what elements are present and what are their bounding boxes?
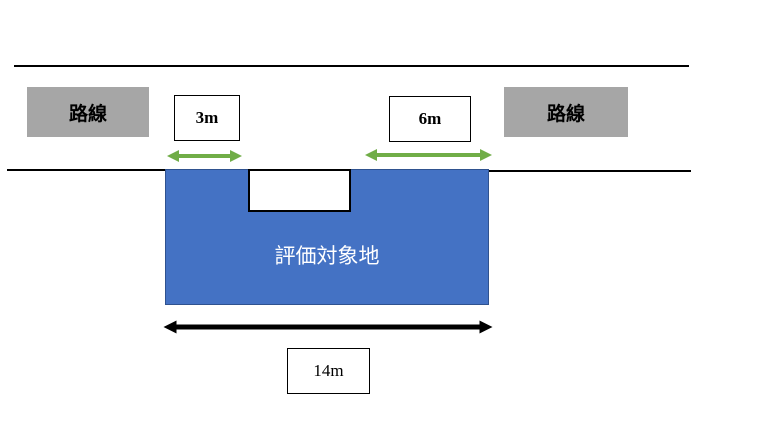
road-label-left: 路線	[27, 87, 149, 137]
frontage-left-width-text: 3m	[195, 108, 219, 127]
frontage-right-width-box: 6m	[389, 96, 471, 142]
road-label-left-text: 路線	[68, 102, 107, 125]
subject-site-label: 評価対象地	[274, 244, 380, 268]
road-label-right-text: 路線	[546, 102, 585, 125]
site-notch-cutout	[248, 169, 351, 212]
road-label-right: 路線	[504, 87, 628, 137]
site-width-text: 14m	[313, 361, 344, 380]
site-width-box: 14m	[287, 348, 370, 394]
road-lower-edge-line-right	[488, 170, 691, 172]
frontage-left-width-box: 3m	[174, 95, 240, 141]
road-upper-edge-line	[14, 65, 689, 67]
road-lower-edge-line-left	[7, 169, 167, 171]
frontage-right-width-text: 6m	[418, 109, 442, 128]
